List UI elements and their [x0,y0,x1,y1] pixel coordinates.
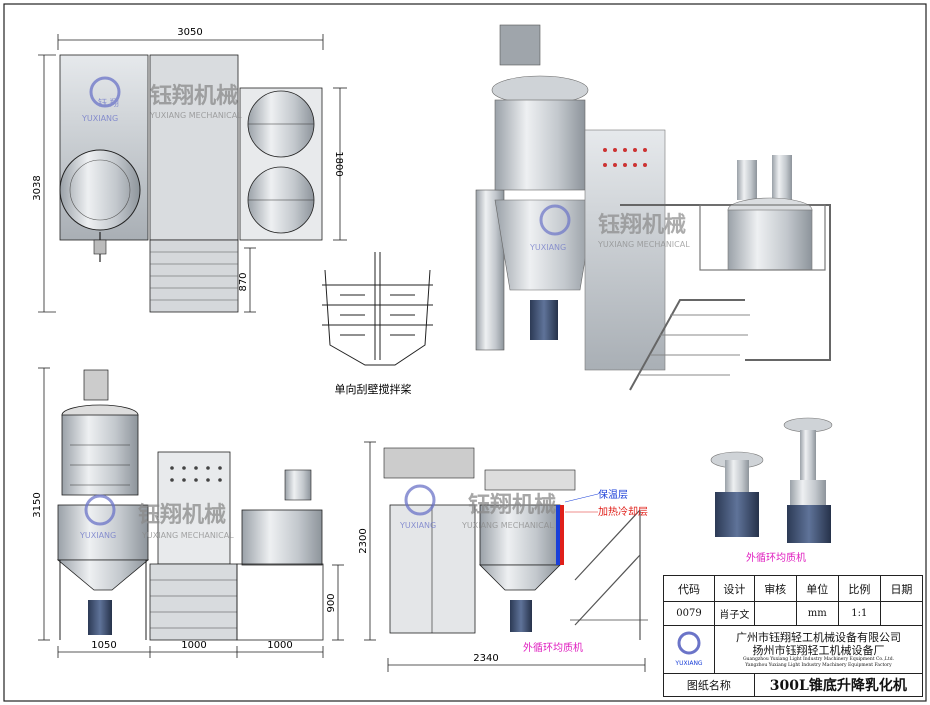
value-unit: mm [795,601,839,626]
company-cn-1: 广州市钰翔轻工机械设备有限公司 [736,630,901,644]
dim-side-width: 2340 [473,653,498,664]
watermark-logo-top: 钰 翔 [98,97,119,109]
watermark-render: YUXIANG 钰翔机械 YUXIANG MECHANICAL [529,204,690,252]
company-cn-2: 扬州市钰翔轻工机械设备厂 [752,643,885,657]
company-en-1: Guangzhou Yuxiang Light Industry Machine… [742,656,895,662]
dim-side-height: 2300 [358,528,369,553]
watermark-en-side: YUXIANG MECHANICAL [461,521,554,530]
value-code: 0079 [663,601,715,626]
svg-text:YUXIANG: YUXIANG [674,660,703,667]
header-unit: 单位 [795,575,839,602]
drawing-name-label: 图纸名称 [663,673,755,697]
dim-front-w3: 1000 [267,640,292,651]
header-date: 日期 [879,575,924,602]
value-date [879,601,924,626]
drawing-name: 300L锥底升降乳化机 [753,673,924,697]
dim-top-right-height: 1800 [333,151,344,176]
homogenizer-renders [710,417,833,543]
header-review: 审核 [753,575,797,602]
dim-top-width: 3050 [177,27,202,38]
dim-front-base: 900 [326,593,337,612]
watermark-en-top: YUXIANG MECHANICAL [149,111,242,120]
watermark-cn-top: 钰翔机械 [150,83,238,109]
header-code: 代码 [663,575,715,602]
watermark-brand-side: YUXIANG [399,521,436,530]
watermark-top: 钰 翔 YUXIANG 钰翔机械 YUXIANG MECHANICAL [81,76,242,123]
front-view: 3150 900 1050 1000 1000 [32,367,344,658]
render-3d [475,24,831,391]
company-cell: 广州市钰翔轻工机械设备有限公司 扬州市钰翔轻工机械设备厂 Guangzhou Y… [714,625,923,674]
label-insulation-layer: 保温层 [598,488,628,501]
dim-front-w1: 1050 [91,640,116,651]
watermark-en-front: YUXIANG MECHANICAL [141,531,234,540]
company-logo-cell: YUXIANG [663,625,715,674]
dim-front-w2: 1000 [181,640,206,651]
dim-top-height: 3038 [32,175,43,200]
label-side-homogenizer: 外循环均质机 [523,641,583,654]
value-design: 肖子文 [714,601,755,626]
dim-front-height: 3150 [32,492,43,517]
title-block-table: 代码 设计 审核 单位 比例 日期 0079 肖子文 mm 1:1 YUXIAN… [663,575,924,697]
watermark-cn-render: 钰翔机械 [598,212,686,238]
watermark-side: YUXIANG 钰翔机械 YUXIANG MECHANICAL [399,484,556,530]
scraper-paddle-drawing [322,252,433,366]
company-logo-icon: YUXIANG [674,631,703,667]
header-scale: 比例 [837,575,881,602]
watermark-brand-front: YUXIANG [79,531,116,540]
title-block: 代码 设计 审核 单位 比例 日期 0079 肖子文 mm 1:1 YUXIAN… [663,575,924,699]
company-en-2: Yangzhou Yuxiang Light Industry Machiner… [745,662,892,668]
side-view: 2300 2340 [358,441,648,672]
watermark-en-render: YUXIANG MECHANICAL [597,240,690,249]
homogenizer-caption: 外循环均质机 [746,551,806,564]
watermark-front: YUXIANG 钰翔机械 YUXIANG MECHANICAL [79,494,234,540]
value-review [753,601,797,626]
watermark-brand-render: YUXIANG [529,243,566,252]
value-scale: 1:1 [837,601,881,626]
watermark-cn-side: 钰翔机械 [468,492,556,518]
dim-top-stair: 870 [238,272,249,291]
drawing-border [3,3,927,702]
header-design: 设计 [714,575,755,602]
top-view: 3050 3038 1800 870 [32,27,347,313]
paddle-caption: 单向刮壁搅拌桨 [335,382,412,396]
watermark-brand-top: YUXIANG [81,114,118,123]
label-heating-cooling-layer: 加热冷却层 [598,505,648,518]
watermark-cn-front: 钰翔机械 [138,502,226,528]
